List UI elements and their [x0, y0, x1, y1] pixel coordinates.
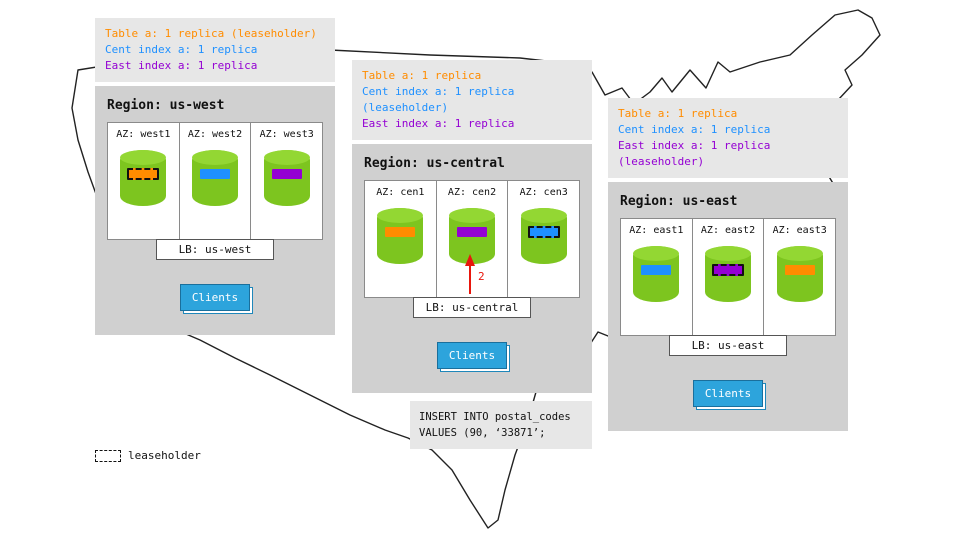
az-label: AZ: west2: [187, 128, 243, 140]
az-label: AZ: cen2: [447, 186, 497, 198]
cent-index-replica-bar: [200, 168, 230, 179]
leaseholder-dashed-swatch-icon: [95, 449, 121, 462]
east-index-replica-leaseholder-bar: [712, 263, 744, 276]
cent-index-replica-bar: [641, 264, 672, 275]
region-panel-us-central: Table a: 1 replica Cent index a: 1 repli…: [352, 60, 592, 450]
table-replica-leaseholder-bar: [127, 167, 160, 180]
az-cen3: AZ: cen3: [508, 181, 579, 297]
az-east1: AZ: east1: [621, 218, 693, 335]
database-cylinder: [449, 207, 495, 264]
legend-cent-index-replica: Cent index a: 1 replica (leaseholder): [362, 84, 515, 114]
az-strip: AZ: west1 AZ: west2 AZ: west3: [107, 121, 323, 240]
database-cylinder: [120, 149, 167, 206]
az-west1: AZ: west1: [108, 122, 180, 239]
region-box-us-east: Region: us-east AZ: east1 AZ: east2 AZ: …: [608, 181, 848, 431]
east-index-replica-bar: [271, 168, 302, 179]
database-cylinder: [520, 207, 567, 264]
load-balancer-us-east: LB: us-east: [669, 334, 787, 356]
clients-box-us-east: Clients: [693, 379, 763, 407]
region-box-us-west: Region: us-west AZ: west1 AZ: west2 AZ: …: [95, 85, 335, 335]
table-replica-bar: [385, 226, 416, 237]
az-label: AZ: east3: [772, 224, 827, 236]
database-cylinder: [633, 245, 680, 302]
az-label: AZ: east1: [629, 224, 684, 236]
red-up-arrow-icon: [465, 253, 475, 294]
leaseholder-key: leaseholder: [95, 449, 201, 462]
legend-east-index-replica: East index a: 1 replica: [362, 116, 515, 130]
sql-statement-note: INSERT INTO postal_codes VALUES (90, ‘33…: [410, 400, 592, 450]
region-title: Region: us-west: [107, 97, 225, 113]
az-strip: AZ: cen1 AZ: cen2 AZ: cen3: [364, 179, 580, 298]
database-cylinder: [263, 149, 310, 206]
sql-line-1: INSERT INTO postal_codes: [419, 410, 571, 423]
database-cylinder: [377, 207, 424, 264]
legend-cent-index-replica: Cent index a: 1 replica: [105, 42, 258, 56]
clients-box-us-central: Clients: [437, 341, 507, 369]
az-cen2: AZ: cen2: [437, 180, 509, 297]
sql-line-2: VALUES (90, ‘33871’;: [419, 427, 546, 440]
legend-table-replica: Table a: 1 replica (leaseholder): [105, 27, 317, 40]
az-label: AZ: cen3: [519, 186, 568, 198]
az-west3: AZ: west3: [251, 123, 322, 239]
database-cylinder: [192, 149, 238, 206]
region-title: Region: us-east: [620, 193, 738, 209]
arrow-step-number: 2: [478, 269, 485, 283]
region-panel-us-east: Table a: 1 replica Cent index a: 1 repli…: [608, 98, 848, 431]
az-east2: AZ: east2: [693, 218, 765, 335]
az-label: AZ: east2: [700, 224, 756, 236]
load-balancer-us-west: LB: us-west: [156, 238, 274, 260]
az-cen1: AZ: cen1: [365, 180, 437, 297]
region-title: Region: us-central: [364, 155, 505, 171]
az-strip: AZ: east1 AZ: east2 AZ: east3: [620, 217, 836, 336]
az-west2: AZ: west2: [180, 122, 252, 239]
load-balancer-us-central: LB: us-central: [413, 296, 531, 318]
legend-east-index-replica: East index a: 1 replica (leaseholder): [618, 138, 771, 168]
database-cylinder: [776, 245, 823, 302]
legend-east-index-replica: East index a: 1 replica: [105, 58, 258, 72]
legend-cent-index-replica: Cent index a: 1 replica: [618, 122, 771, 136]
az-label: AZ: cen1: [376, 186, 425, 198]
az-label: AZ: west3: [259, 128, 314, 140]
database-cylinder: [705, 245, 751, 302]
legend-table-replica: Table a: 1 replica: [618, 107, 738, 120]
region-panel-us-west: Table a: 1 replica (leaseholder) Cent in…: [95, 18, 335, 335]
replica-legend-us-east: Table a: 1 replica Cent index a: 1 repli…: [608, 98, 848, 178]
east-index-replica-bar: [457, 226, 487, 237]
az-east3: AZ: east3: [764, 219, 835, 335]
clients-box-us-west: Clients: [180, 283, 250, 311]
insert-routing-arrow: 2: [464, 253, 498, 296]
replica-legend-us-west: Table a: 1 replica (leaseholder) Cent in…: [95, 18, 335, 82]
az-label: AZ: west1: [116, 128, 171, 140]
legend-table-replica: Table a: 1 replica: [362, 69, 482, 82]
table-replica-bar: [784, 264, 815, 275]
replica-legend-us-central: Table a: 1 replica Cent index a: 1 repli…: [352, 60, 592, 140]
cent-index-replica-leaseholder-bar: [527, 225, 560, 238]
leaseholder-key-label: leaseholder: [128, 449, 201, 462]
region-box-us-central: Region: us-central AZ: cen1 AZ: cen2 AZ:…: [352, 143, 592, 393]
